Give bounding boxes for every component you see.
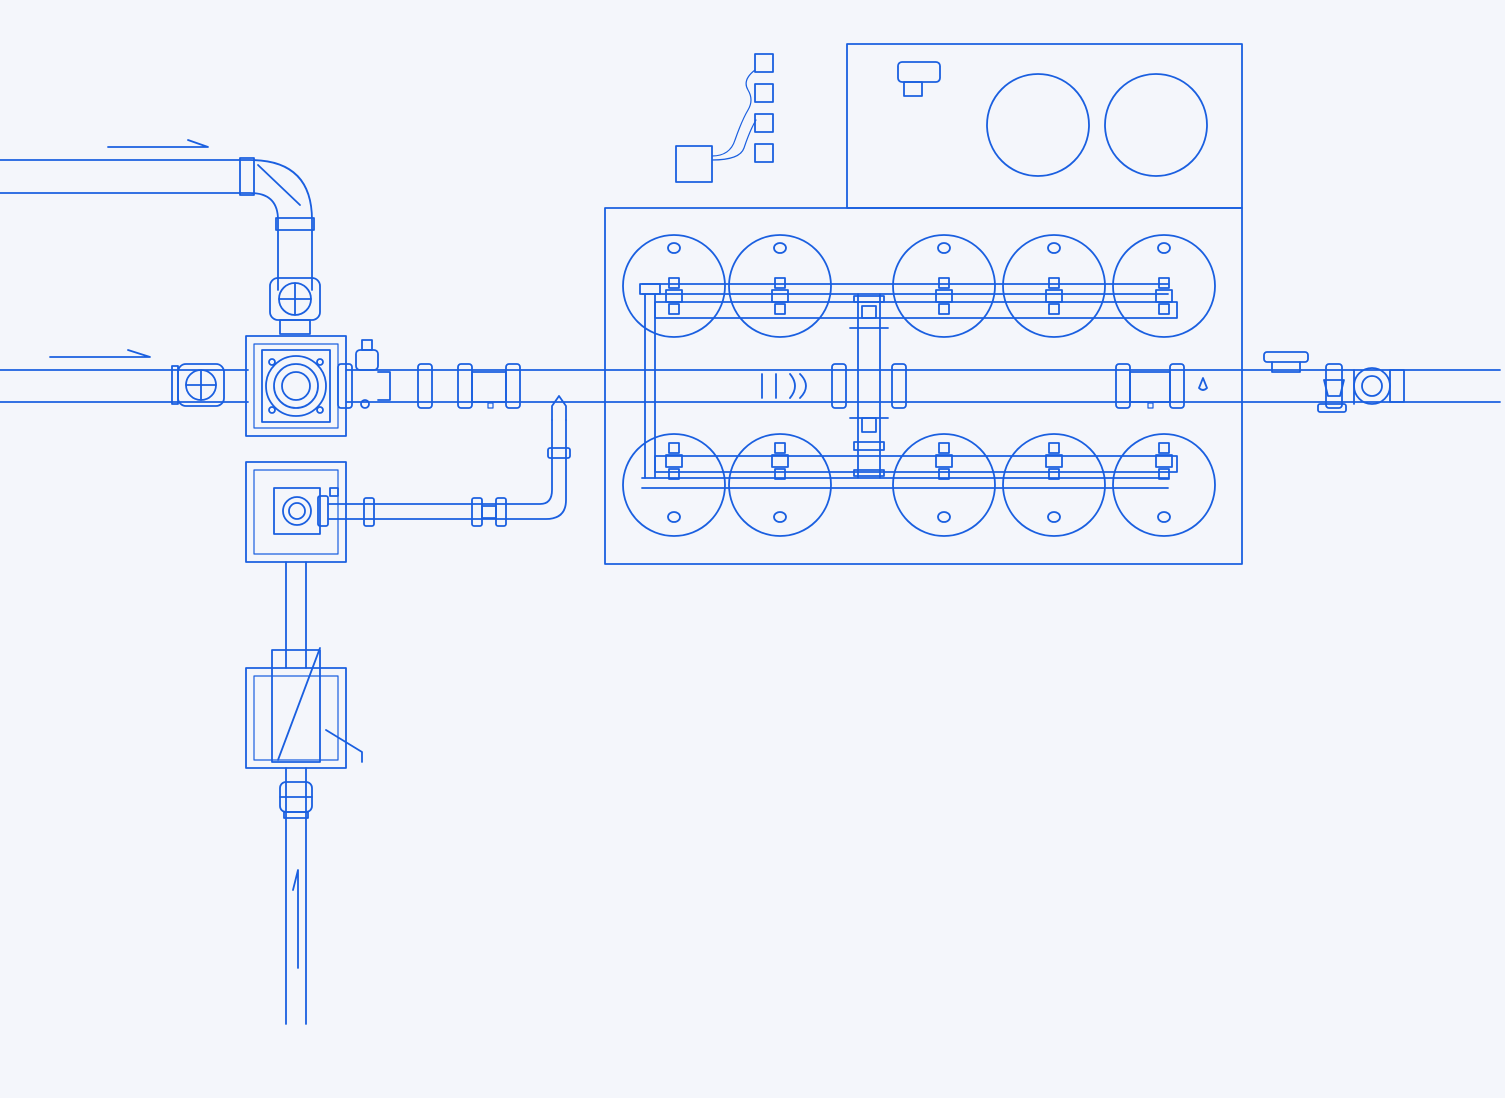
tank-enclosure xyxy=(846,43,1243,209)
main-trunk-pipe xyxy=(337,339,1501,409)
control-panel xyxy=(675,53,774,183)
outlet-assembly xyxy=(1263,351,1405,413)
flow-arrow-bottom-inlet xyxy=(292,869,299,969)
top-butterfly-valve xyxy=(269,277,321,335)
filter-vessel-top-1 xyxy=(622,234,726,338)
flow-arrow-middle-inlet xyxy=(49,349,151,358)
center-riser xyxy=(849,293,889,479)
flow-arrow-top-inlet xyxy=(107,139,209,148)
filter-vessel-bottom-4 xyxy=(1002,433,1106,537)
filter-vessels-top-row xyxy=(622,234,1216,338)
middle-inlet-pipe xyxy=(0,369,249,403)
filter-house xyxy=(604,207,1243,565)
bottom-box xyxy=(245,647,363,769)
filter-vessel-top-2 xyxy=(728,234,832,338)
bottom-valve xyxy=(279,781,313,819)
filter-vessel-bottom-5 xyxy=(1112,433,1216,537)
left-return-pipe xyxy=(639,283,661,479)
main-junction-box xyxy=(245,335,347,437)
filter-vessels-bottom-row xyxy=(622,433,1216,537)
storage-tank-2 xyxy=(1104,73,1208,177)
filter-vessel-top-4 xyxy=(1002,234,1106,338)
secondary-junction-box xyxy=(245,461,347,563)
storage-tank-1 xyxy=(986,73,1090,177)
branch-pipe xyxy=(327,395,571,527)
bottom-manifold xyxy=(641,455,1178,489)
vertical-pipe xyxy=(285,561,307,1025)
filter-vessel-top-5 xyxy=(1112,234,1216,338)
filter-vessel-bottom-3 xyxy=(892,433,996,537)
filter-vessel-bottom-1 xyxy=(622,433,726,537)
filter-vessel-top-3 xyxy=(892,234,996,338)
filter-vessel-bottom-2 xyxy=(728,433,832,537)
top-inlet-pipe xyxy=(0,157,315,291)
middle-butterfly-valve xyxy=(171,363,225,407)
